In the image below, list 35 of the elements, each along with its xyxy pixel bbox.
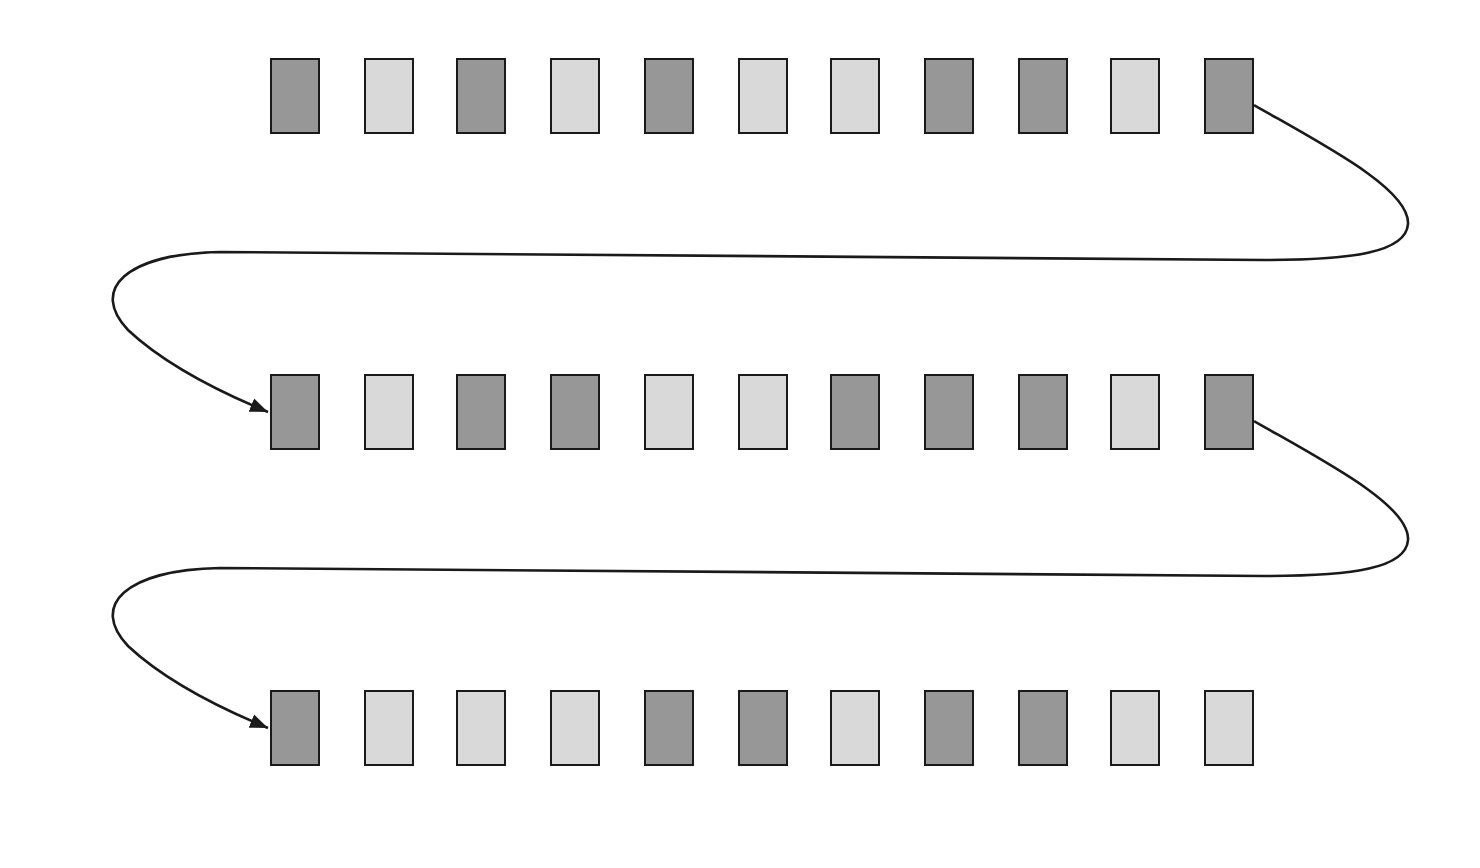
block — [1017, 374, 1068, 450]
block — [270, 690, 320, 766]
block — [550, 690, 601, 766]
block — [830, 374, 881, 450]
block — [737, 58, 787, 134]
block — [1110, 690, 1161, 766]
block — [456, 690, 507, 766]
block — [1204, 374, 1254, 450]
block — [1110, 58, 1161, 134]
block — [923, 690, 974, 766]
block — [830, 690, 881, 766]
block — [550, 58, 601, 134]
block — [550, 374, 601, 450]
block — [270, 374, 320, 450]
block — [643, 58, 694, 134]
curved-arrow — [111, 420, 1410, 730]
block — [1017, 58, 1068, 134]
block — [923, 374, 974, 450]
block — [456, 374, 507, 450]
block — [737, 690, 787, 766]
block — [643, 690, 694, 766]
block — [737, 374, 787, 450]
block — [363, 374, 414, 450]
block — [456, 58, 507, 134]
curved-arrow — [111, 104, 1410, 414]
block — [363, 58, 414, 134]
block — [1017, 690, 1068, 766]
block — [643, 374, 694, 450]
block — [1110, 374, 1161, 450]
block — [830, 58, 881, 134]
block — [270, 58, 320, 134]
block — [1204, 58, 1254, 134]
block — [923, 58, 974, 134]
block — [1204, 690, 1254, 766]
block — [363, 690, 414, 766]
